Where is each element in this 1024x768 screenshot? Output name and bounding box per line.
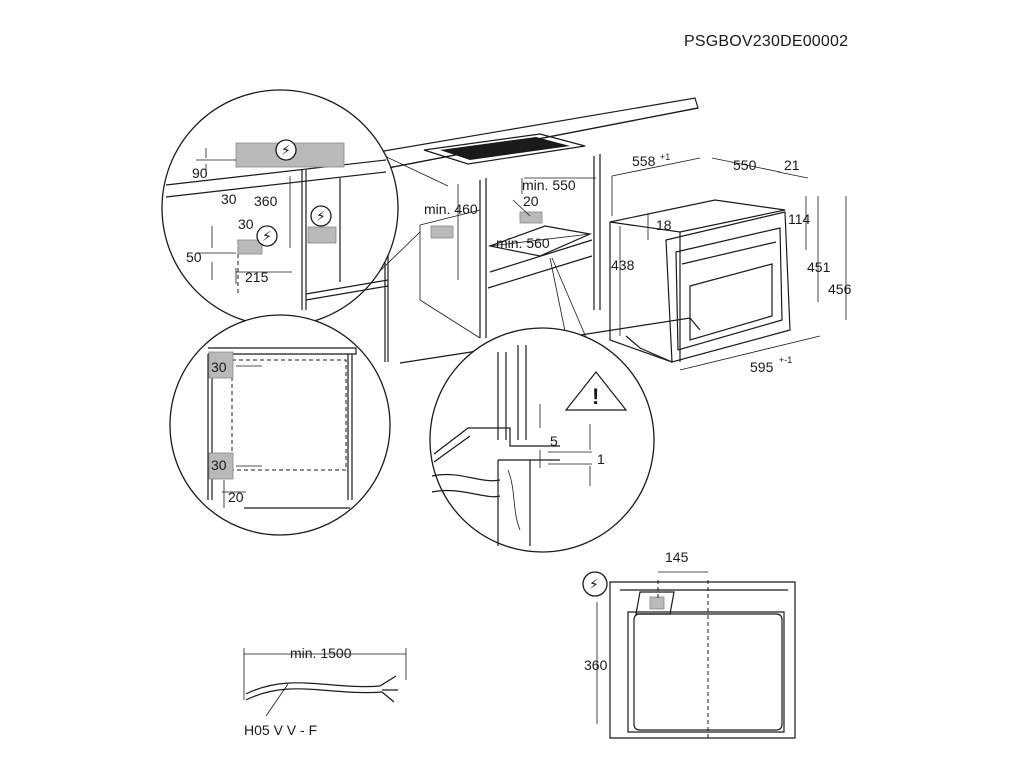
dim-18: 18 xyxy=(656,217,672,233)
warning-icon: ! xyxy=(592,384,599,409)
dim-21: 21 xyxy=(784,157,800,173)
rear-view: ⚡ 145 360 xyxy=(582,549,796,740)
countertop-cabinet: min. 550 min. 460 20 min. 560 xyxy=(377,97,701,364)
dim-30-b: 30 xyxy=(238,216,254,232)
dim-90: 90 xyxy=(192,165,208,181)
document-code: PSGBOV230DE00002 xyxy=(684,33,849,50)
dim-50: 50 xyxy=(186,249,202,265)
electric-icon-4: ⚡ xyxy=(589,576,599,592)
dim-595: 595 xyxy=(750,359,774,375)
dim-min560: min. 560 xyxy=(496,235,550,251)
dim-360-a: 360 xyxy=(254,193,278,209)
dim-595-tolerance: +-1 xyxy=(779,355,792,365)
power-cable: min. 1500 H05 V V - F xyxy=(243,645,407,738)
zoom-circle-shelf: 5 1 ! xyxy=(429,257,655,553)
dim-215: 215 xyxy=(245,269,269,285)
oven-drawing: 558 +1 550 21 18 114 438 451 456 595 +-1 xyxy=(609,152,852,375)
dim-451: 451 xyxy=(807,259,831,275)
dim-114: 114 xyxy=(788,211,811,227)
dim-min550: min. 550 xyxy=(522,177,576,193)
dim-438: 438 xyxy=(611,257,635,273)
electric-icon-3: ⚡ xyxy=(262,228,272,244)
electric-icon-1: ⚡ xyxy=(281,142,291,158)
cable-label: H05 V V - F xyxy=(244,722,317,738)
dim-558: 558 xyxy=(632,153,656,169)
dim-456: 456 xyxy=(828,281,852,297)
dim-30-d: 30 xyxy=(211,457,227,473)
dim-30-a: 30 xyxy=(221,191,237,207)
dim-1: 1 xyxy=(597,451,605,467)
dim-30-c: 30 xyxy=(211,359,227,375)
dim-min460: min. 460 xyxy=(424,201,478,217)
dim-20-b: 20 xyxy=(228,489,244,505)
dim-5: 5 xyxy=(550,433,558,449)
dim-20-top: 20 xyxy=(523,193,539,209)
dim-550: 550 xyxy=(733,157,757,173)
dim-145: 145 xyxy=(665,549,689,565)
zoom-circle-sockets: ⚡ ⚡ ⚡ 90 30 360 30 50 215 xyxy=(161,89,449,327)
dim-558-tolerance: +1 xyxy=(660,152,670,162)
zoom-circle-ventilation: 30 30 20 xyxy=(169,314,391,536)
electric-icon-2: ⚡ xyxy=(316,208,326,224)
dim-360-b: 360 xyxy=(584,657,608,673)
dim-min1500: min. 1500 xyxy=(290,645,352,661)
